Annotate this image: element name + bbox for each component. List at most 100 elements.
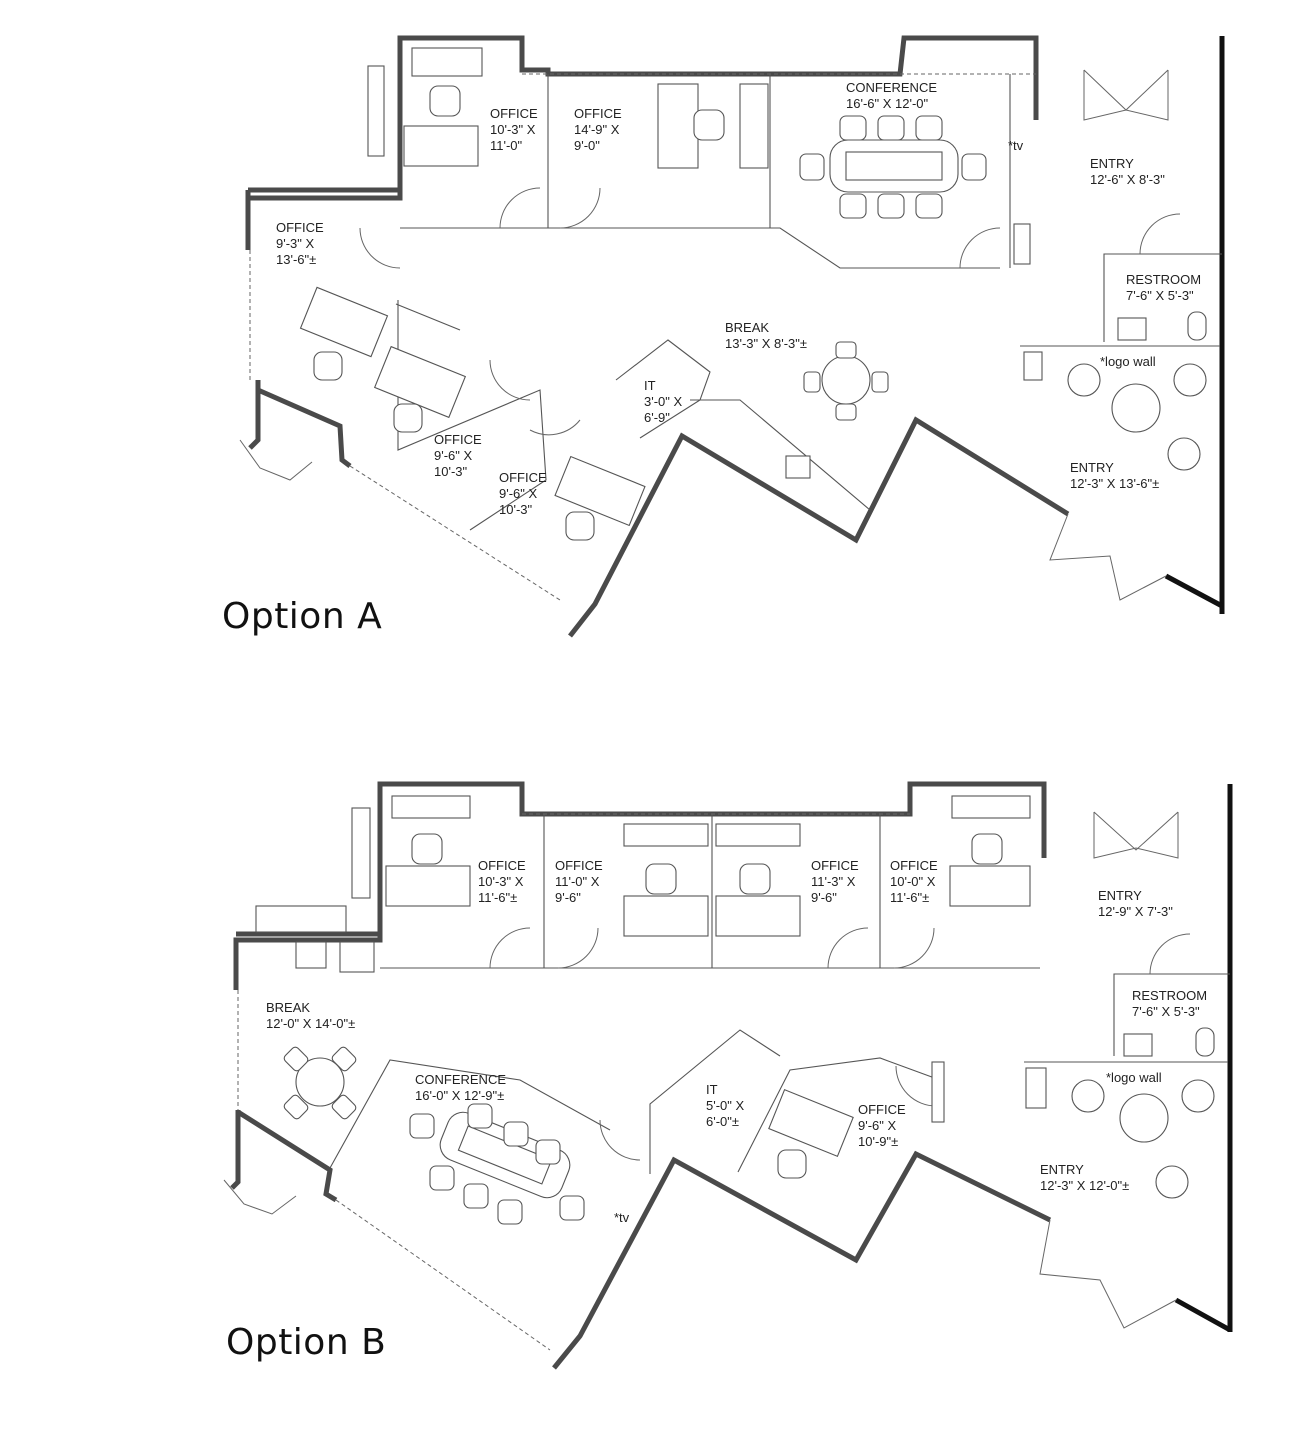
chair-office-south [777, 1149, 807, 1179]
room-name: CONFERENCE [846, 80, 938, 95]
desk-office-4a [951, 795, 1031, 819]
room-dims: 12'-3" X 12'-0"± [1040, 1178, 1130, 1193]
room-label-office: OFFICE 9'-6" X 10'-3" [434, 432, 482, 480]
exterior-wall-southeast [1174, 1297, 1232, 1333]
exterior-wall-southeast-zigzag [552, 1150, 1052, 1370]
room-dims: 12'-9" X 7'-3" [1098, 904, 1173, 919]
room-dims: 16'-6" X 12'-0" [846, 96, 929, 111]
desk-office-1a [391, 795, 471, 819]
chair-office-1 [429, 85, 461, 117]
room-dims: 6'-9" [644, 410, 670, 425]
room-dims: 11'-3" X [811, 874, 856, 889]
break-chair [283, 1046, 309, 1072]
credenza-office-3 [715, 823, 801, 847]
room-label-office: OFFICE 10'-3" X 11'-0" [490, 106, 538, 154]
desk-office-1b [403, 125, 479, 167]
desk-office-1 [411, 47, 483, 77]
credenza-office-2 [623, 823, 709, 847]
room-name: ENTRY [1090, 156, 1134, 171]
room-name: IT [644, 378, 656, 393]
room-dims: 7'-6" X 5'-3" [1132, 1004, 1200, 1019]
break-chair [331, 1046, 357, 1072]
exterior-wall-south-west [230, 1110, 241, 1190]
option-b-title: Option B [226, 1322, 387, 1363]
room-dims: 16'-0" X 12'-9"± [415, 1088, 505, 1103]
door-office-4 [893, 927, 935, 969]
conf-chair [961, 153, 987, 181]
room-label-entry: ENTRY 12'-9" X 7'-3" [1098, 888, 1173, 920]
room-dims: 10'-3" X [490, 122, 536, 137]
credenza-conf [1013, 223, 1031, 265]
break-table [295, 1057, 345, 1107]
conf-chair [409, 1113, 435, 1139]
storage-office-south [931, 1061, 945, 1123]
break-chair [803, 371, 821, 393]
room-name: OFFICE [858, 1102, 906, 1117]
room-dims: 5'-0" X [706, 1098, 745, 1113]
window-south-west [335, 1199, 551, 1351]
entry-door-north-swing [1083, 69, 1169, 111]
room-label-office: OFFICE 11'-3" X 9'-6" [811, 858, 859, 906]
door-office-2 [557, 927, 599, 969]
desk-office-4 [949, 865, 1031, 907]
lobby-chair [1067, 363, 1101, 397]
partition-restroom [1103, 253, 1222, 342]
room-dims: 10'-3" X [478, 874, 524, 889]
conference-table-inner [845, 151, 943, 181]
room-dims: 12'-3" X 13'-6"± [1070, 476, 1160, 491]
room-dims: 9'-6" X [499, 486, 538, 501]
counter-break [690, 399, 871, 511]
room-dims: 10'-3" [434, 464, 468, 479]
chair-office-1 [411, 833, 443, 865]
room-name: OFFICE [276, 220, 324, 235]
partition-south-offices [397, 300, 547, 531]
lobby-chair [1155, 1165, 1189, 1199]
conf-chair [839, 193, 867, 219]
restroom-toilet [1195, 1027, 1215, 1057]
entry-door-south [1039, 1219, 1177, 1329]
break-sink [295, 941, 327, 969]
conf-chair [839, 115, 867, 141]
room-dims: 11'-6"± [890, 890, 930, 905]
break-sink [785, 455, 811, 479]
chair-office-6 [565, 511, 595, 541]
entry-door-north [1083, 70, 1169, 121]
room-name: OFFICE [574, 106, 622, 121]
conf-chair [467, 1103, 493, 1129]
room-dims: 9'-0" [574, 138, 600, 153]
room-name: ENTRY [1040, 1162, 1084, 1177]
tv-note: *tv [1008, 138, 1024, 153]
conf-chair [429, 1165, 455, 1191]
room-name: OFFICE [555, 858, 603, 873]
room-name: OFFICE [478, 858, 526, 873]
room-dims: 11'-6"± [478, 890, 518, 905]
door-conference [959, 227, 1001, 269]
lobby-chair [1173, 363, 1207, 397]
chair-office-3 [739, 863, 771, 895]
partition-office-divider [395, 303, 461, 331]
exterior-wall-west [245, 187, 403, 248]
room-dims: 9'-6" X [434, 448, 473, 463]
exterior-wall-southeast [1164, 573, 1224, 609]
exterior-wall-corner [256, 387, 352, 468]
chair-office-2 [645, 863, 677, 895]
conf-chair [497, 1199, 523, 1225]
storage-office-1 [367, 65, 385, 157]
room-label-entry: ENTRY 12'-3" X 13'-6"± [1070, 460, 1159, 492]
door-office-1 [499, 187, 541, 229]
option-a-title: Option A [222, 596, 383, 637]
exterior-wall-north [377, 781, 1047, 934]
entry-door-north [1093, 812, 1179, 859]
lobby-chair [1071, 1079, 1105, 1113]
lobby-table [1119, 1093, 1169, 1143]
conf-chair [915, 193, 943, 219]
room-name: ENTRY [1070, 460, 1114, 475]
room-dims: 9'-3" X [276, 236, 315, 251]
chair-office-4 [971, 833, 1003, 865]
desk-office-6 [554, 455, 646, 527]
desk-office-2 [623, 895, 709, 937]
conf-chair [463, 1183, 489, 1209]
room-label-restroom: RESTROOM 7'-6" X 5'-3" [1126, 272, 1201, 304]
lobby-table [1111, 383, 1161, 433]
room-label-office: OFFICE 10'-3" X 11'-6"± [478, 858, 526, 906]
